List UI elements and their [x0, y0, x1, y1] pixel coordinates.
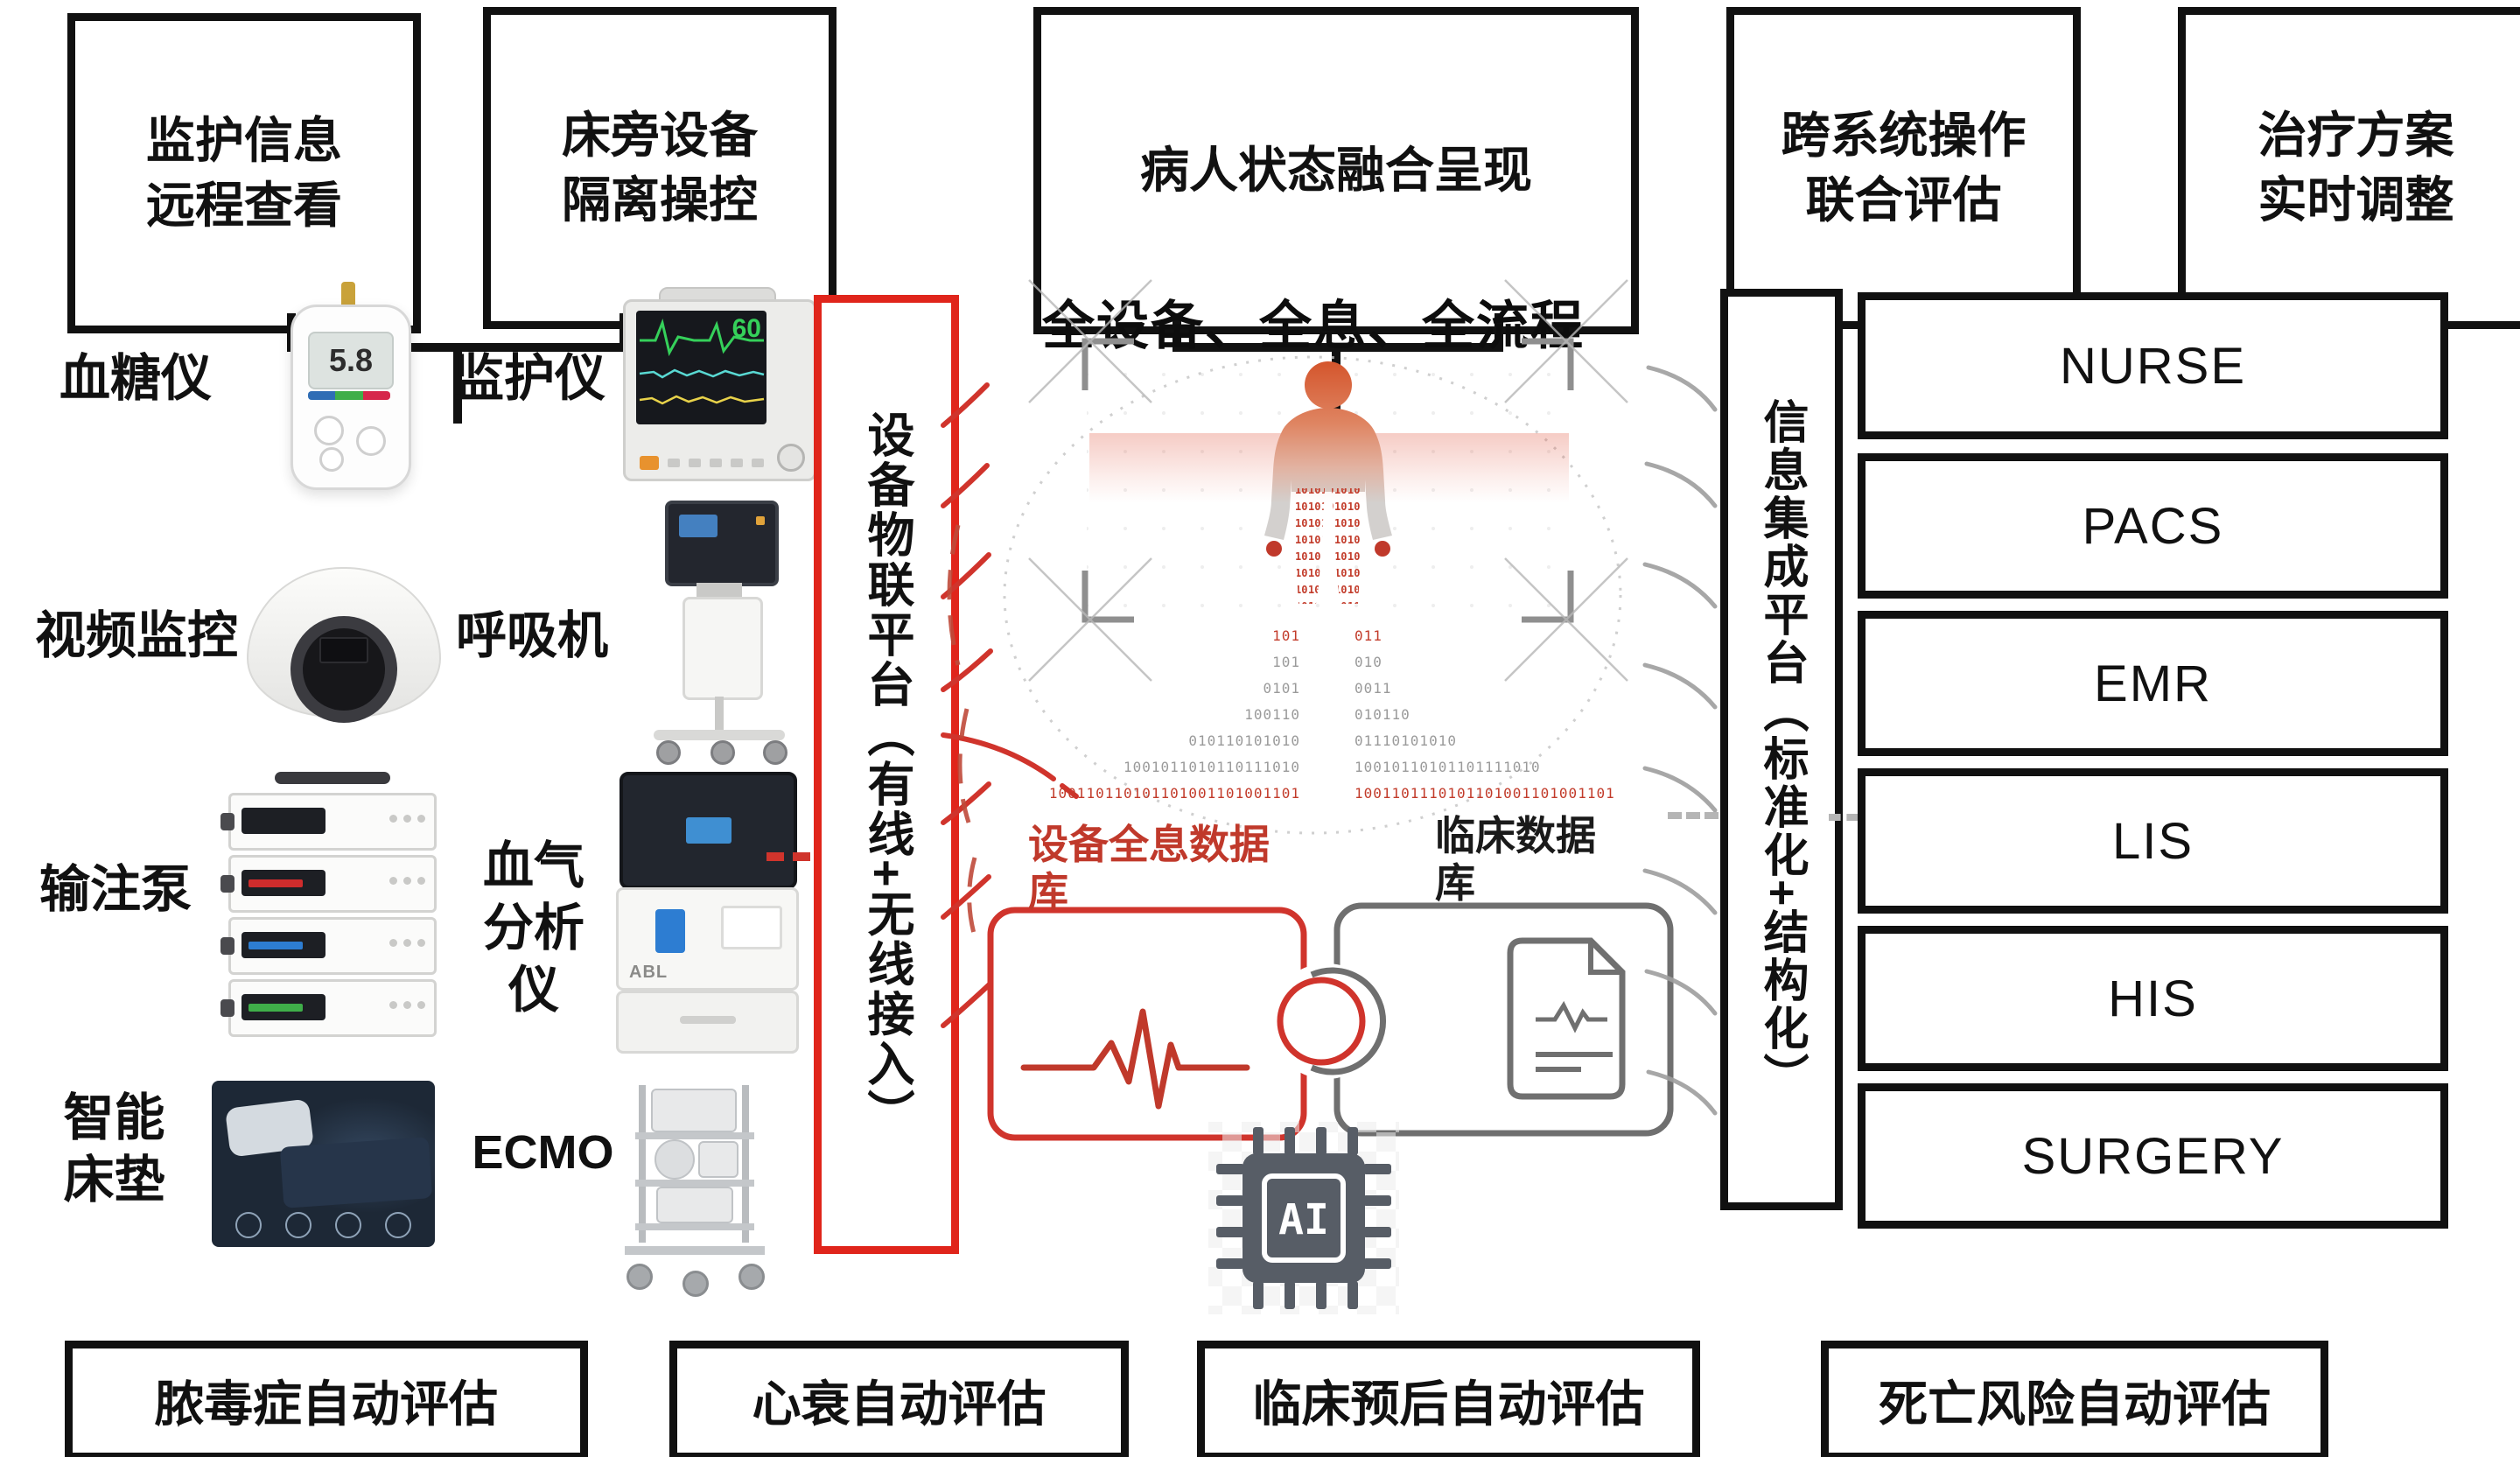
bottom-box-sepsis-assessment: 脓毒症自动评估: [65, 1341, 588, 1457]
test-strip-icon: [341, 282, 355, 308]
label-infusion-pump: 输注泵: [38, 861, 192, 918]
label-ecmo: ECMO: [472, 1126, 614, 1179]
label-patient-monitor: 监护仪: [452, 350, 606, 407]
top-box-bedside-isolation-control: 床旁设备 隔离操控: [483, 7, 836, 329]
svg-text:010110: 010110: [1354, 706, 1410, 723]
glucose-button: [319, 447, 344, 472]
label-glucose-meter: 血糖仪: [59, 350, 212, 407]
glucose-button: [356, 426, 386, 456]
pump-unit: [220, 917, 437, 975]
patient-hologram-scene: 10: [947, 279, 1628, 946]
monitor-body: 60: [623, 299, 816, 481]
glucose-meter-image: 5.8: [270, 282, 427, 492]
document-icon: [1507, 937, 1626, 1100]
dome-camera-image: [247, 558, 441, 738]
label-smart-mattress: 智能 床垫: [63, 1089, 165, 1208]
binary-data-rows: 101 011 101 010 0101 0011 100110 010110 …: [1049, 627, 1615, 802]
clinical-database-label: 临床数据 库: [1435, 813, 1596, 907]
ai-chip-icon: AI: [1208, 1122, 1399, 1314]
ventilator-image: [640, 501, 798, 767]
top-box-treatment-adjustment: 治疗方案 实时调整: [2178, 7, 2520, 329]
ecg-waveform-icon: [1020, 1008, 1250, 1110]
red-scan-arcs-icon: [947, 524, 980, 946]
bottom-box-prognosis-assessment: 临床预后自动评估: [1197, 1341, 1700, 1457]
pump-unit: [220, 793, 437, 851]
system-box-nurse: NURSE: [1858, 292, 2448, 439]
svg-text:1001011010110111010: 1001011010110111010: [1124, 759, 1300, 775]
pump-unit: [220, 979, 437, 1037]
pump-handle: [274, 772, 390, 784]
puzzle-socket-icon: [1310, 967, 1386, 1075]
system-box-emr: EMR: [1858, 611, 2448, 756]
glucose-meter-body: 5.8: [290, 305, 411, 490]
ecmo-machine-image: [611, 1078, 777, 1301]
camera-lens-ring: [290, 616, 397, 723]
smart-mattress-image: [212, 1081, 435, 1247]
monitor-buttons: [640, 456, 764, 470]
svg-text:010110101010: 010110101010: [1188, 732, 1300, 749]
label-video-surveillance: 视频监控: [34, 607, 238, 664]
svg-text:101: 101: [1272, 654, 1300, 670]
svg-text:1001101110101101001101001101: 1001101110101101001101001101: [1354, 785, 1615, 802]
corner-cross-lines: [1028, 279, 1628, 682]
monitor-waveforms-icon: [639, 319, 765, 405]
system-box-his: HIS: [1858, 926, 2448, 1071]
top-box-cross-system-assessment: 跨系统操作 联合评估: [1726, 7, 2081, 329]
db-to-platform-dash: [1668, 812, 1718, 819]
svg-text:011: 011: [1354, 627, 1382, 644]
bottom-box-heart-failure-assessment: 心衰自动评估: [669, 1341, 1129, 1457]
svg-text:0011: 0011: [1354, 680, 1392, 697]
device-database-label: 设备全息数据 库: [1028, 822, 1270, 915]
bottom-box-mortality-risk-assessment: 死亡风险自动评估: [1821, 1341, 2328, 1457]
svg-text:100110110101101001101001101: 100110110101101001101001101: [1049, 785, 1300, 802]
puzzle-knob-icon: [1277, 977, 1366, 1066]
system-box-surgery: SURGERY: [1858, 1083, 2448, 1229]
infusion-pump-stack-image: [220, 772, 444, 1039]
wired-link-dash: [766, 852, 810, 861]
iot-platform-label: 设备物联平台（有线+无线接入）: [860, 410, 913, 1139]
top-box-remote-monitoring: 监护信息 远程查看: [67, 13, 421, 333]
system-box-pacs: PACS: [1858, 453, 2448, 599]
label-ventilator: 呼吸机: [455, 607, 608, 664]
blood-gas-analyzer-image: ABL: [611, 772, 799, 1054]
integration-platform-bar: 信息集成平台（标准化+结构化）: [1720, 289, 1843, 1210]
monitor-screen: 60: [636, 311, 766, 424]
scan-ellipse: [1003, 355, 1622, 835]
platform-to-lis-dash: [1829, 814, 1858, 821]
monitor-knob: [777, 444, 805, 472]
ventilator-screen: [665, 501, 779, 586]
analyzer-panel: ABL: [616, 887, 799, 991]
svg-text:010: 010: [1354, 654, 1382, 670]
top-box-patient-status-fusion: 病人状态融合呈现: [1033, 7, 1639, 334]
camera-dome: [247, 567, 441, 723]
label-blood-gas-analyzer: 血气 分析 仪: [482, 837, 584, 1019]
analyzer-drawer: [616, 991, 799, 1054]
svg-text:10010110101101111010: 10010110101101111010: [1354, 759, 1541, 775]
glucose-color-strip: [308, 391, 390, 400]
analyzer-brand-text: ABL: [629, 963, 668, 982]
svg-text:0101: 0101: [1263, 680, 1300, 697]
camera-sensor: [319, 637, 368, 663]
monitor-heart-rate-value: 60: [732, 314, 761, 343]
svg-text:100110: 100110: [1244, 706, 1300, 723]
databases-graphic: [987, 902, 1674, 1141]
analyzer-screen: [620, 772, 797, 889]
svg-text:101: 101: [1272, 627, 1300, 644]
patient-monitor-image: 60: [623, 287, 816, 497]
data-flow-swooshes: [1642, 365, 1718, 1116]
svg-text:AI: AI: [1278, 1195, 1329, 1244]
integration-platform-label: 信息集成平台（标准化+结构化）: [1756, 397, 1807, 1102]
svg-text:01110101010: 01110101010: [1354, 732, 1457, 749]
system-box-lis: LIS: [1858, 768, 2448, 914]
glucose-meter-screen: 5.8: [308, 332, 394, 389]
ventilator-body: [682, 597, 763, 700]
iot-platform-bar: 设备物联平台（有线+无线接入）: [814, 295, 959, 1254]
glucose-button: [314, 416, 344, 445]
mattress-photo: [212, 1081, 435, 1247]
pump-unit: [220, 855, 437, 913]
viewfinder-corners-icon: [1082, 338, 1574, 623]
